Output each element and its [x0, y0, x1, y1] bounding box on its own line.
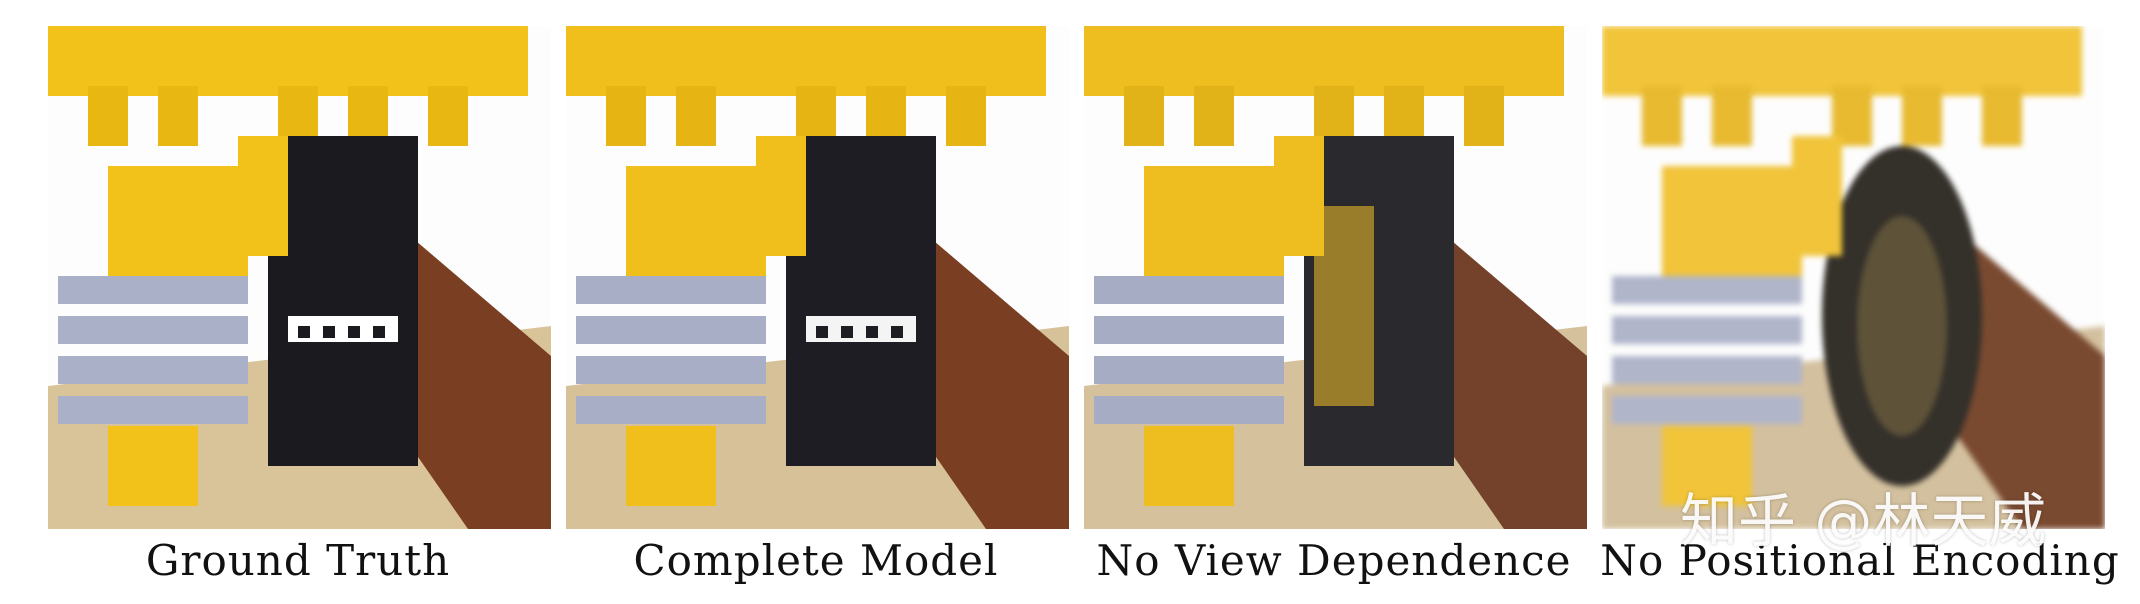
caption-no-view-dependence: No View Dependence [1096, 536, 1572, 585]
lego-render-no-view-dependence [1084, 26, 1587, 529]
panel-no-view-dependence [1084, 26, 1587, 529]
panel-ground-truth [48, 26, 551, 529]
caption-complete-model: Complete Model [633, 536, 999, 585]
caption-ground-truth: Ground Truth [145, 536, 451, 585]
panel-complete-model [566, 26, 1069, 529]
lego-render-ground-truth [48, 26, 551, 529]
caption-no-positional-encoding: No Positional Encoding [1600, 536, 2120, 585]
panel-no-positional-encoding [1602, 26, 2105, 529]
lego-render-complete-model [566, 26, 1069, 529]
watermark: 知乎 @林天威 [1680, 487, 2047, 555]
lego-render-no-positional-encoding [1602, 26, 2105, 529]
